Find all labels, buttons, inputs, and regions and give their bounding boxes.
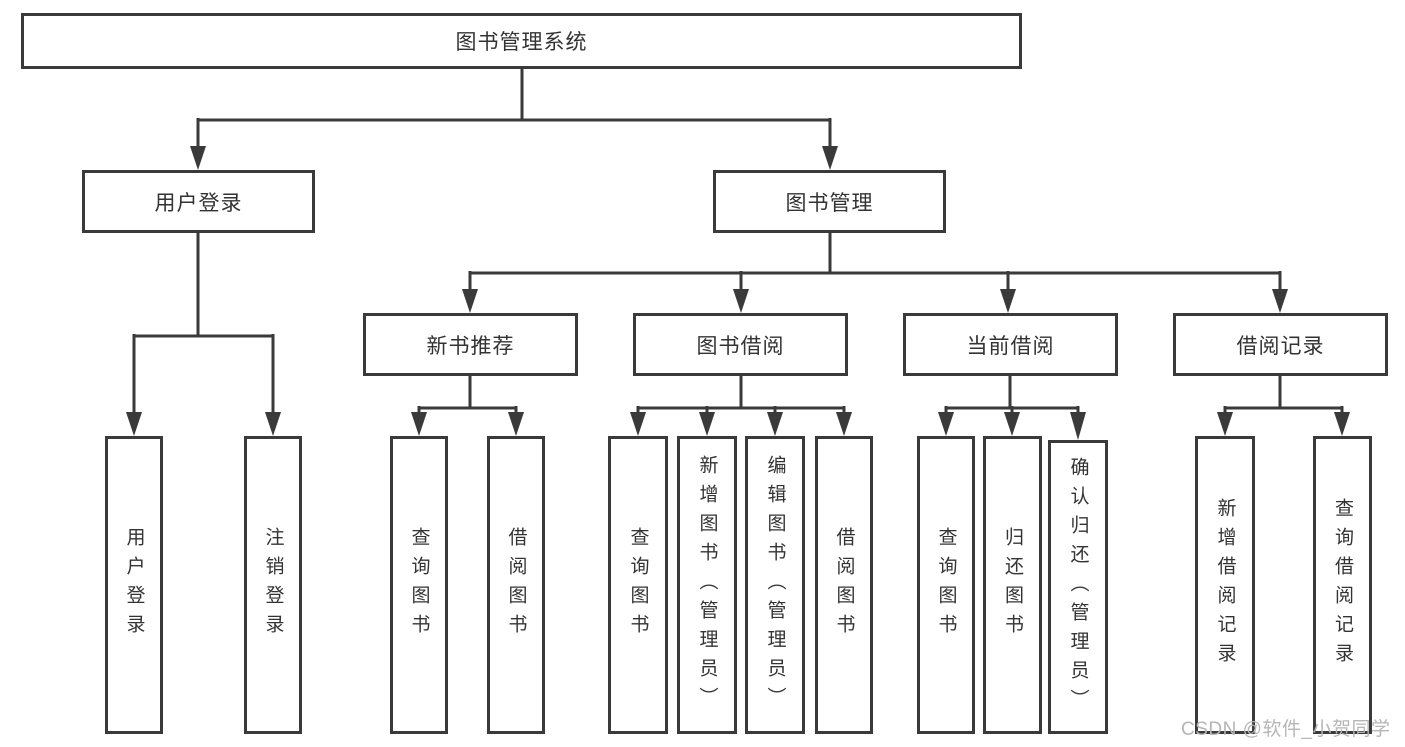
leaf-confirm-return-admin: 确认归还（管理员） [1048,440,1108,734]
leaf-add-book-admin: 新增图书（管理员） [677,436,737,734]
leaf-borrowing-borrow-books: 借阅图书 [815,436,873,734]
node-book-management: 图书管理 [713,170,946,233]
leaf-user-login: 用户登录 [105,436,163,734]
csdn-watermark: CSDN @软件_小贺同学 [1181,719,1391,740]
leaf-recommend-borrow-books: 借阅图书 [487,436,545,734]
leaf-edit-book-admin: 编辑图书（管理员） [745,436,805,734]
leaf-query-borrow-record: 查询借阅记录 [1313,436,1372,734]
leaf-borrowing-query-books: 查询图书 [608,436,668,734]
leaf-recommend-query-books: 查询图书 [390,436,448,734]
node-user-login: 用户登录 [82,170,315,233]
leaf-return-books: 归还图书 [983,436,1042,734]
node-root: 图书管理系统 [21,13,1022,69]
node-current-borrowing: 当前借阅 [903,313,1118,376]
leaf-add-borrow-record: 新增借阅记录 [1195,436,1255,734]
node-book-borrowing: 图书借阅 [633,313,848,376]
node-borrow-records: 借阅记录 [1173,313,1388,376]
leaf-logout-login: 注销登录 [244,436,302,734]
node-new-book-recommend: 新书推荐 [363,313,578,376]
leaf-current-query-books: 查询图书 [917,436,975,734]
